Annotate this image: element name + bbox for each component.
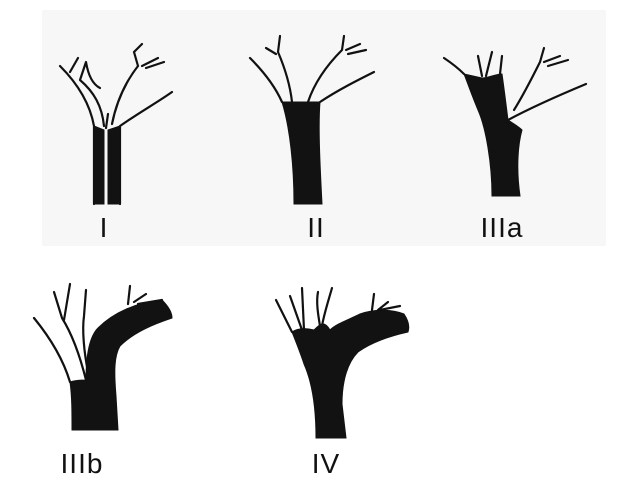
- type-3a-tumor: [464, 74, 522, 196]
- type-1-label: I: [44, 212, 164, 244]
- type-1-tumor: [94, 126, 120, 204]
- type-2-tumor: [282, 102, 322, 204]
- type-3a-label: IIIa: [442, 212, 562, 244]
- bismuth-type-1-figure: [50, 44, 180, 214]
- type-3b-label: IIIb: [22, 448, 142, 480]
- type-2-label: II: [256, 212, 376, 244]
- bismuth-type-3b-figure: [34, 276, 184, 446]
- type-4-tumor: [292, 310, 409, 438]
- type-3b-duct-diagram: [34, 276, 184, 446]
- type-2-duct-diagram: [248, 36, 378, 206]
- bismuth-type-4-figure: [276, 284, 426, 454]
- type-3b-tumor: [70, 300, 172, 430]
- type-4-label: IV: [266, 448, 386, 480]
- bismuth-type-2-figure: [248, 36, 378, 206]
- type-3a-duct-diagram: [444, 44, 594, 214]
- type-4-duct-diagram: [276, 284, 426, 454]
- bismuth-type-3a-figure: [444, 44, 594, 214]
- type-1-duct-diagram: [50, 44, 180, 214]
